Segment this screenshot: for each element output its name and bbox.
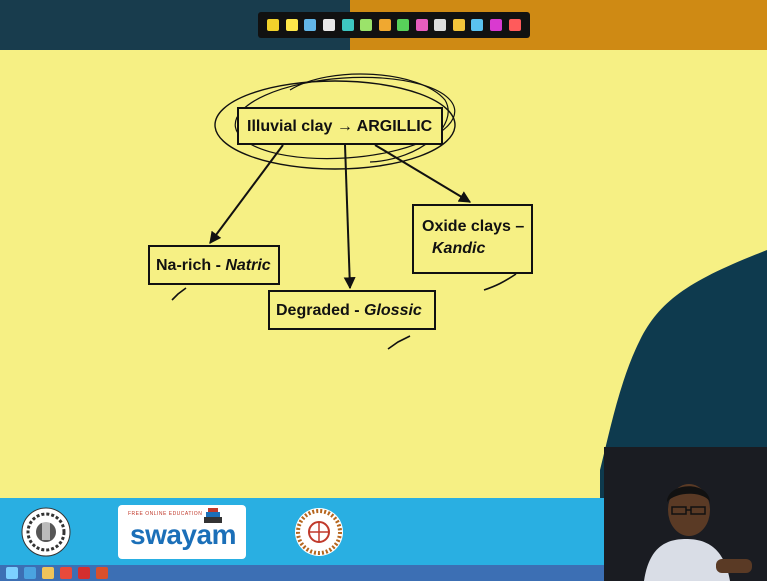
folder-icon[interactable]	[42, 567, 54, 579]
hand-drawn-circle	[289, 73, 449, 163]
natric-prefix: Na-rich -	[156, 257, 226, 274]
tick-mark	[483, 273, 517, 291]
pen-white-tool-icon[interactable]	[322, 19, 335, 31]
line-tool-icon[interactable]	[434, 19, 447, 31]
arrow-tool-icon[interactable]	[452, 19, 465, 31]
tick-mark	[171, 287, 187, 301]
ie-icon[interactable]	[24, 567, 36, 579]
arrow-to-glossic	[343, 144, 356, 290]
kandic-line1: Oxide clays –	[422, 218, 525, 235]
kandic-term: Kandic	[432, 240, 486, 257]
annotation-toolbar	[258, 12, 530, 38]
kandic-box: Oxide clays – Kandic	[412, 204, 533, 274]
presenter-webcam	[604, 447, 767, 581]
hand-drawn-circle	[234, 76, 456, 160]
pen-blue-tool-icon[interactable]	[304, 19, 317, 31]
marker-green-tool-icon[interactable]	[397, 19, 410, 31]
nptel-logo	[295, 508, 343, 556]
argillic-text: Illuvial clay → ARGILLIC	[247, 118, 433, 135]
glossic-box: Degraded - Glossic	[268, 290, 436, 330]
slide-background	[0, 50, 767, 498]
marker-orange-tool-icon[interactable]	[378, 19, 391, 31]
arrow-to-natric	[209, 144, 284, 244]
hand-drawn-circle	[214, 80, 456, 170]
swayam-tagline: FREE ONLINE EDUCATION	[128, 511, 203, 517]
glossic-term: Glossic	[364, 302, 422, 319]
pen-teal-tool-icon[interactable]	[341, 19, 354, 31]
natric-box: Na-rich - Natric	[148, 245, 280, 285]
marker-pink-tool-icon[interactable]	[415, 19, 428, 31]
shape-tool-icon[interactable]	[471, 19, 484, 31]
swayam-wordmark: swayam	[130, 519, 236, 550]
taskbar	[0, 565, 767, 581]
tick-mark	[387, 335, 411, 350]
natric-term: Natric	[225, 257, 271, 274]
chrome-icon[interactable]	[60, 567, 72, 579]
powerpoint-icon[interactable]	[96, 567, 108, 579]
eraser-tool-icon[interactable]	[508, 19, 521, 31]
highlighter-tool-icon[interactable]	[360, 19, 373, 31]
iit-logo	[21, 507, 71, 557]
argillic-box: Illuvial clay → ARGILLIC	[237, 107, 443, 145]
glossic-prefix: Degraded -	[276, 302, 365, 319]
swayam-logo: FREE ONLINE EDUCATION swayam	[118, 505, 246, 559]
color-picker-tool-icon[interactable]	[490, 19, 503, 31]
books-icon	[204, 508, 222, 523]
acrobat-icon[interactable]	[78, 567, 90, 579]
pen-yellow-tool-icon[interactable]	[285, 19, 298, 31]
start-icon[interactable]	[6, 567, 18, 579]
pointer-tool-icon[interactable]	[267, 19, 280, 31]
arrow-to-kandic	[374, 144, 472, 203]
